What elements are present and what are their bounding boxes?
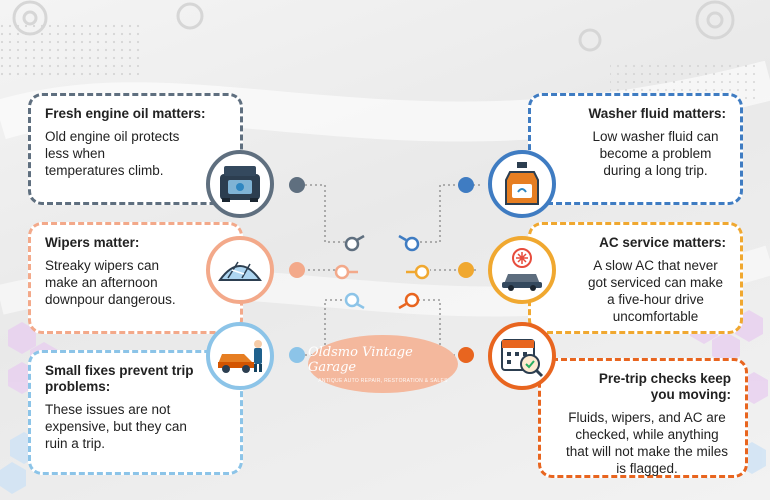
connector-knob [289,347,305,363]
card-body: Low washer fluid can become a problem du… [592,129,719,178]
engine-bay-icon [206,150,274,218]
card-body: Fluids, wipers, and AC are checked, whil… [565,410,729,476]
connector-knob [458,262,474,278]
small-fixes-card: Small fixes prevent trip problems: These… [28,350,243,475]
connector-knob [458,347,474,363]
pre-trip-card: Pre-trip checks keep you moving: Fluids,… [538,358,748,478]
car-ac-icon [488,236,556,304]
connector-knob [289,262,305,278]
card-title: Pre-trip checks keep you moving: [598,371,731,403]
card-body: These issues are not expensive, but they… [45,402,187,452]
ac-service-card: AC service matters: A slow AC that never… [528,222,743,334]
logo-brand: Oldsmo Vintage Garage [308,344,413,375]
card-body: A slow AC that never got serviced can ma… [587,258,724,324]
card-title: Washer fluid matters: [588,106,726,121]
logo-tagline: ANTIQUE AUTO REPAIR, RESTORATION & SALES [318,377,448,384]
washer-fluid-card: Washer fluid matters: Low washer fluid c… [528,93,743,205]
connector-knob [289,177,305,193]
garage-logo: Oldsmo Vintage Garage ANTIQUE AUTO REPAI… [308,335,458,393]
fluid-jug-icon [488,150,556,218]
card-title: Fresh engine oil matters: [45,106,206,121]
calendar-check-icon [488,322,556,390]
card-title: AC service matters: [599,235,726,250]
card-body: Streaky wipers can make an afternoon dow… [45,258,176,307]
card-body: Old engine oil protects less when temper… [45,129,180,178]
mechanic-car-icon [206,322,274,390]
card-title: Wipers matter: [45,235,140,250]
card-title: Small fixes prevent trip problems: [45,363,194,395]
connector-knob [458,177,474,193]
windshield-icon [206,236,274,304]
